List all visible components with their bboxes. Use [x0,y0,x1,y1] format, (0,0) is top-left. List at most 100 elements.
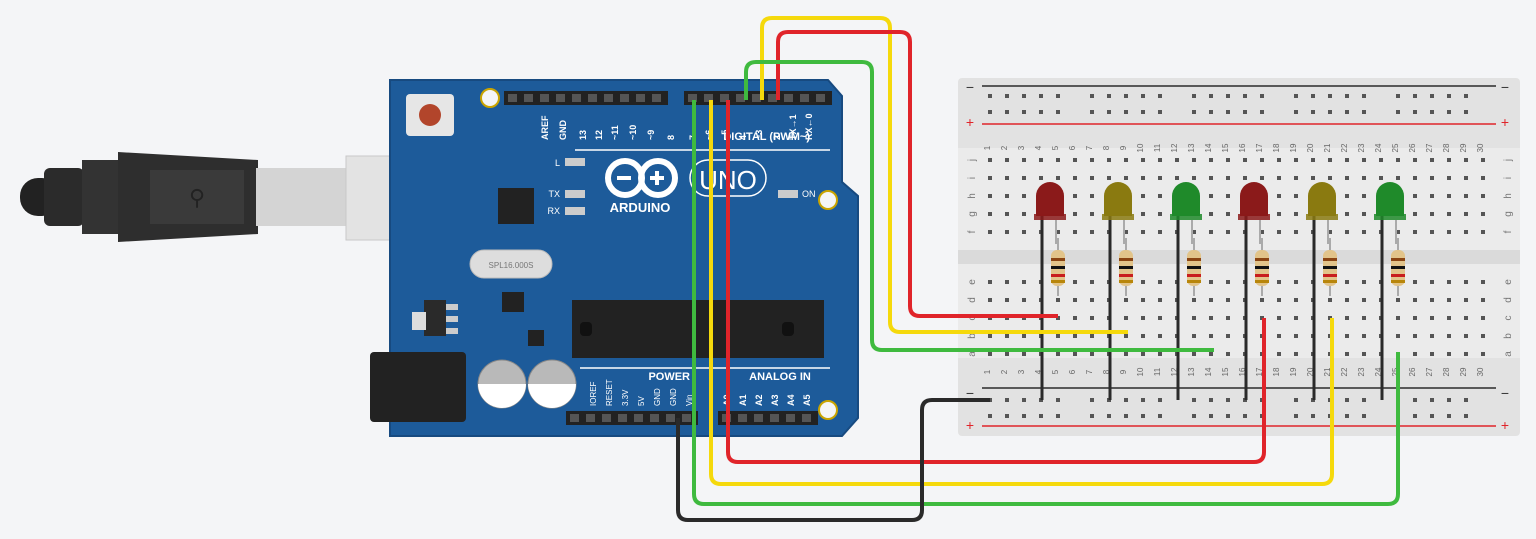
terminal-hole[interactable] [1175,176,1179,180]
terminal-hole[interactable] [1022,352,1026,356]
terminal-hole[interactable] [1396,158,1400,162]
terminal-hole[interactable] [1005,194,1009,198]
rail-hole[interactable] [1005,110,1009,114]
terminal-hole[interactable] [1226,158,1230,162]
terminal-hole[interactable] [1345,334,1349,338]
terminal-hole[interactable] [1413,176,1417,180]
rail-hole[interactable] [1005,94,1009,98]
rail-hole[interactable] [1311,110,1315,114]
terminal-hole[interactable] [1158,298,1162,302]
terminal-hole[interactable] [1294,298,1298,302]
terminal-hole[interactable] [1277,280,1281,284]
rail-hole[interactable] [1226,94,1230,98]
terminal-hole[interactable] [1447,230,1451,234]
terminal-hole[interactable] [1209,158,1213,162]
terminal-hole[interactable] [1192,298,1196,302]
rail-hole[interactable] [1362,414,1366,418]
rail-hole[interactable] [988,110,992,114]
terminal-hole[interactable] [1345,280,1349,284]
header-pin[interactable] [786,414,795,422]
terminal-hole[interactable] [1226,298,1230,302]
terminal-hole[interactable] [1481,212,1485,216]
terminal-hole[interactable] [1039,176,1043,180]
terminal-hole[interactable] [1277,194,1281,198]
terminal-hole[interactable] [1464,176,1468,180]
terminal-hole[interactable] [1158,334,1162,338]
terminal-hole[interactable] [1005,230,1009,234]
header-pin[interactable] [620,94,629,102]
terminal-hole[interactable] [1277,334,1281,338]
terminal-hole[interactable] [1124,230,1128,234]
terminal-hole[interactable] [1124,352,1128,356]
rail-hole[interactable] [1158,414,1162,418]
terminal-hole[interactable] [1158,212,1162,216]
led-green[interactable] [1172,182,1200,216]
rail-hole[interactable] [1141,414,1145,418]
terminal-hole[interactable] [1294,212,1298,216]
terminal-hole[interactable] [1022,280,1026,284]
terminal-hole[interactable] [1277,316,1281,320]
terminal-hole[interactable] [1430,316,1434,320]
terminal-hole[interactable] [1362,316,1366,320]
led-yellow[interactable] [1104,182,1132,216]
terminal-hole[interactable] [1464,316,1468,320]
terminal-hole[interactable] [1124,158,1128,162]
terminal-hole[interactable] [1209,334,1213,338]
terminal-hole[interactable] [1345,158,1349,162]
rail-hole[interactable] [1328,94,1332,98]
rail-hole[interactable] [1447,94,1451,98]
terminal-hole[interactable] [1379,158,1383,162]
terminal-hole[interactable] [1345,352,1349,356]
terminal-hole[interactable] [1243,176,1247,180]
header-pin[interactable] [754,414,763,422]
terminal-hole[interactable] [1226,176,1230,180]
terminal-hole[interactable] [1158,176,1162,180]
header-pin[interactable] [688,94,697,102]
terminal-hole[interactable] [1260,158,1264,162]
rail-hole[interactable] [1294,398,1298,402]
rail-hole[interactable] [1413,94,1417,98]
terminal-hole[interactable] [1345,230,1349,234]
terminal-hole[interactable] [1294,334,1298,338]
terminal-hole[interactable] [1209,176,1213,180]
terminal-hole[interactable] [1073,316,1077,320]
header-pin[interactable] [540,94,549,102]
terminal-hole[interactable] [1413,280,1417,284]
rail-hole[interactable] [1141,94,1145,98]
rail-hole[interactable] [1464,398,1468,402]
terminal-hole[interactable] [1073,352,1077,356]
terminal-hole[interactable] [1430,194,1434,198]
terminal-hole[interactable] [1379,176,1383,180]
rail-hole[interactable] [988,94,992,98]
terminal-hole[interactable] [1209,352,1213,356]
rail-hole[interactable] [1294,110,1298,114]
rail-hole[interactable] [1158,398,1162,402]
rail-hole[interactable] [1447,398,1451,402]
terminal-hole[interactable] [1226,194,1230,198]
terminal-hole[interactable] [1481,176,1485,180]
rail-hole[interactable] [1294,94,1298,98]
header-pin[interactable] [752,94,761,102]
terminal-hole[interactable] [1362,298,1366,302]
rail-hole[interactable] [1430,414,1434,418]
rail-hole[interactable] [1345,398,1349,402]
terminal-hole[interactable] [1294,280,1298,284]
rail-hole[interactable] [1124,110,1128,114]
terminal-hole[interactable] [1005,334,1009,338]
terminal-hole[interactable] [1090,230,1094,234]
header-pin[interactable] [738,414,747,422]
terminal-hole[interactable] [1481,194,1485,198]
led-yellow[interactable] [1308,182,1336,216]
terminal-hole[interactable] [1464,230,1468,234]
header-pin[interactable] [800,94,809,102]
terminal-hole[interactable] [1209,230,1213,234]
rail-hole[interactable] [1107,414,1111,418]
terminal-hole[interactable] [1396,334,1400,338]
terminal-hole[interactable] [1294,194,1298,198]
wire-green-top[interactable] [744,60,1214,352]
terminal-hole[interactable] [1005,212,1009,216]
terminal-hole[interactable] [988,298,992,302]
terminal-hole[interactable] [1209,212,1213,216]
terminal-hole[interactable] [1090,280,1094,284]
terminal-hole[interactable] [1362,230,1366,234]
